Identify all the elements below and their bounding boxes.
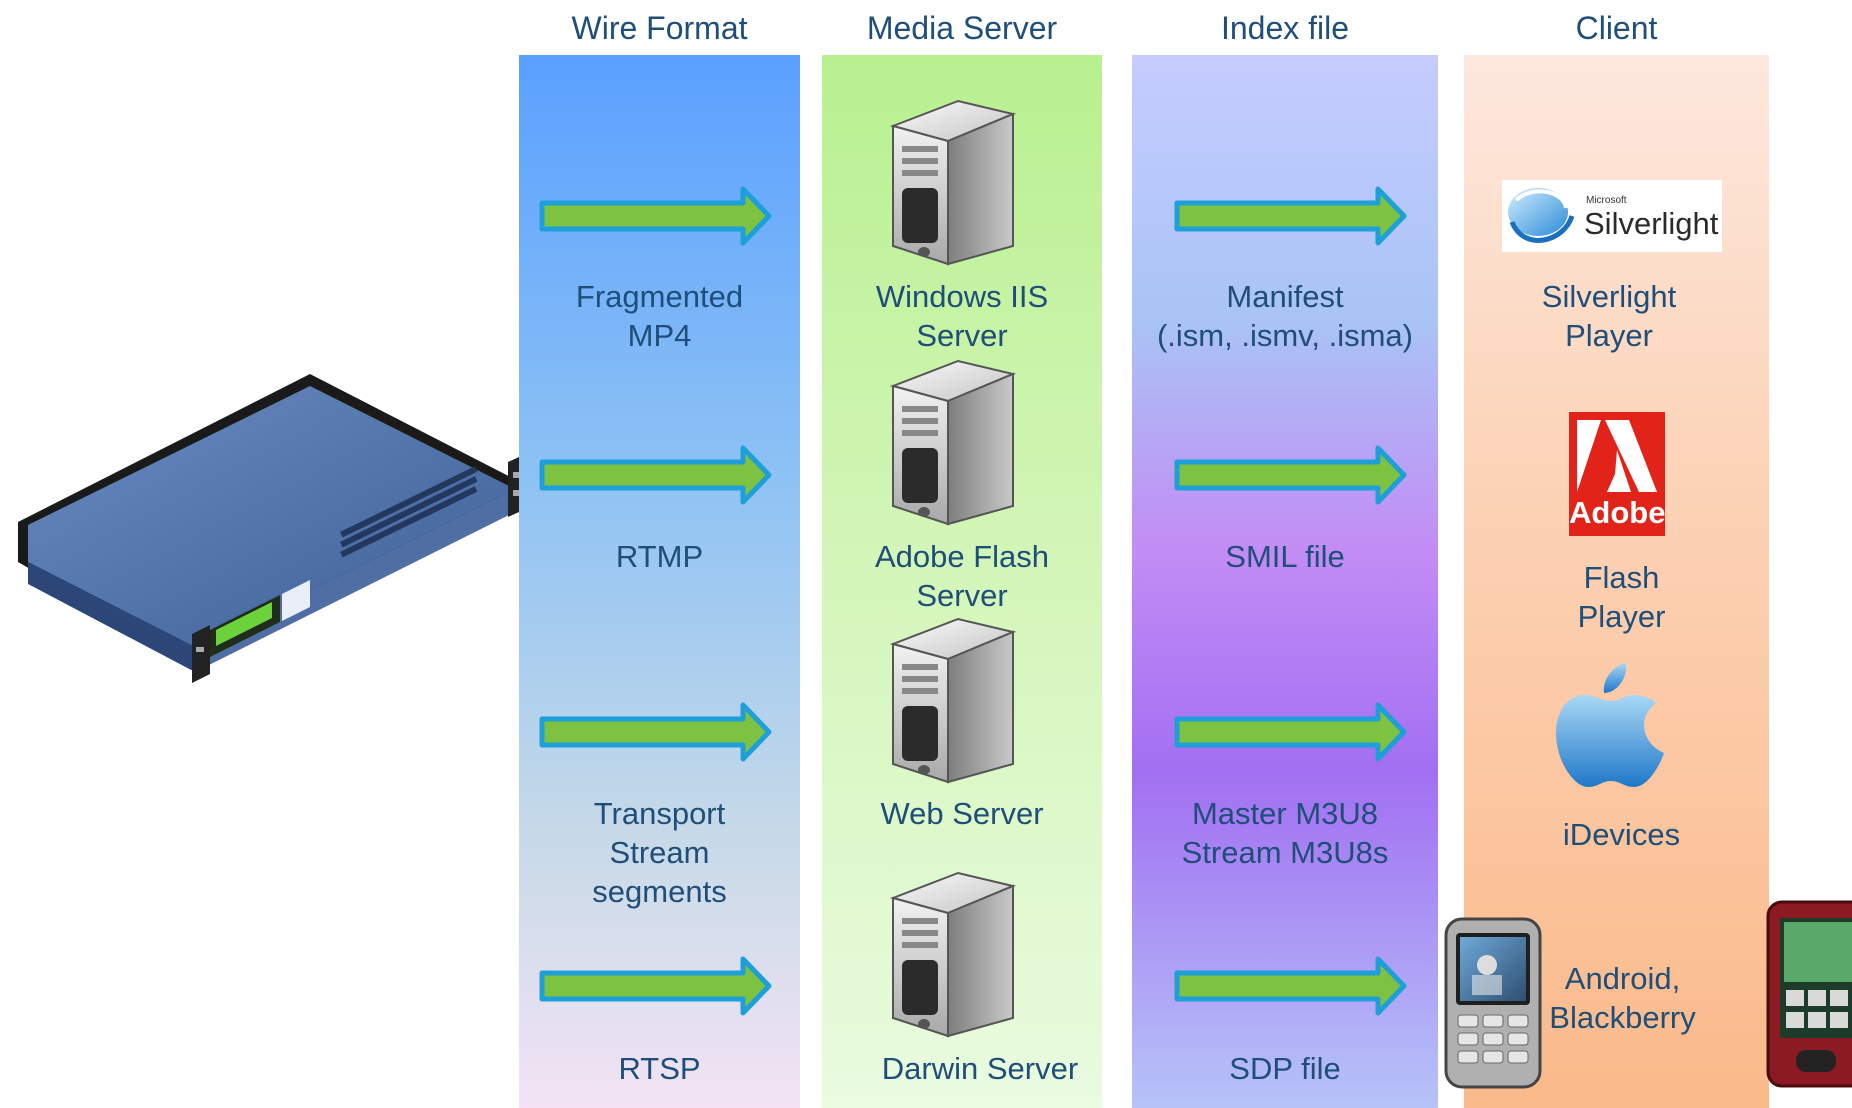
- label-line: MP4: [627, 318, 692, 353]
- label-line: Stream M3U8s: [1181, 835, 1389, 870]
- label-line: segments: [592, 874, 727, 909]
- label-line: Windows IIS: [875, 279, 1049, 314]
- label-line: Adobe Flash: [874, 539, 1050, 574]
- label-web-server: Web Server: [822, 794, 1102, 833]
- arrow-right-icon: [539, 445, 772, 505]
- label-master-m3u8: Master M3U8 Stream M3U8s: [1132, 794, 1438, 872]
- label-silverlight-player: Silverlight Player: [1464, 277, 1754, 355]
- label-smil-file: SMIL file: [1132, 537, 1438, 576]
- label-line: Fragmented: [575, 279, 744, 314]
- label-sdp-file: SDP file: [1132, 1049, 1438, 1088]
- label-line: Master M3U8: [1191, 796, 1379, 831]
- label-line: RTSP: [618, 1051, 701, 1086]
- arrow-right-icon: [539, 186, 772, 246]
- microsoft-wordmark: Microsoft: [1586, 195, 1627, 206]
- label-line: Server: [916, 318, 1008, 353]
- header-client: Client: [1575, 10, 1658, 46]
- label-windows-iis-server: Windows IIS Server: [822, 277, 1102, 355]
- label-line: RTMP: [615, 539, 704, 574]
- server-tower-icon: [889, 617, 1017, 784]
- server-tower-icon: [889, 871, 1017, 1038]
- label-manifest: Manifest (.ism, .ismv, .isma): [1132, 277, 1438, 355]
- label-line: Silverlight: [1541, 279, 1677, 314]
- silverlight-wordmark: Silverlight: [1584, 206, 1719, 241]
- label-line: Stream: [609, 835, 710, 870]
- label-idevices: iDevices: [1494, 815, 1749, 854]
- label-line: Flash: [1583, 560, 1660, 595]
- adobe-a-icon: [1577, 420, 1657, 492]
- adobe-wordmark: Adobe: [1569, 495, 1666, 530]
- arrow-right-icon: [1174, 186, 1407, 246]
- server-tower-icon: [889, 99, 1017, 266]
- server-tower-icon: [889, 359, 1017, 526]
- header-index-file: Index file: [1220, 10, 1350, 46]
- arrow-right-icon: [539, 702, 772, 762]
- label-line: Web Server: [880, 796, 1044, 831]
- label-line: Android,: [1564, 961, 1681, 996]
- apple-logo-icon: [1556, 663, 1664, 787]
- label-line: Server: [916, 578, 1008, 613]
- label-darwin-server: Darwin Server: [860, 1049, 1100, 1088]
- label-transport-stream-segments: Transport Stream segments: [519, 794, 800, 911]
- arrow-right-icon: [1174, 702, 1407, 762]
- label-line: Player: [1565, 318, 1653, 353]
- label-rtmp: RTMP: [519, 537, 800, 576]
- label-line: Player: [1577, 599, 1666, 634]
- label-line: Manifest: [1226, 279, 1344, 314]
- label-android-blackberry: Android, Blackberry: [1530, 959, 1715, 1037]
- adobe-logo: Adobe: [1569, 412, 1665, 536]
- label-line: SDP file: [1229, 1051, 1341, 1086]
- silverlight-swirl-icon: [1508, 188, 1575, 243]
- header-media-server: Media Server: [866, 10, 1058, 46]
- label-line: Darwin Server: [881, 1051, 1079, 1086]
- label-line: Transport: [593, 796, 726, 831]
- label-line: SMIL file: [1225, 539, 1345, 574]
- header-wire-format: Wire Format: [571, 10, 748, 46]
- mobile-phone-icon: [1444, 917, 1542, 1089]
- label-adobe-flash-server: Adobe Flash Server: [822, 537, 1102, 615]
- silverlight-logo: Microsoft Silverlight: [1502, 180, 1722, 252]
- arrow-right-icon: [539, 956, 772, 1016]
- arrow-right-icon: [1174, 956, 1407, 1016]
- arrow-right-icon: [1174, 445, 1407, 505]
- label-line: iDevices: [1562, 817, 1681, 852]
- label-flash-player: Flash Player: [1494, 558, 1749, 636]
- rack-server-icon: [18, 374, 530, 683]
- android-phone-icon: [1766, 900, 1852, 1088]
- label-fragmented-mp4: Fragmented MP4: [519, 277, 800, 355]
- label-line: (.ism, .ismv, .isma): [1156, 318, 1413, 353]
- label-rtsp: RTSP: [519, 1049, 800, 1088]
- label-line: Blackberry: [1549, 1000, 1696, 1035]
